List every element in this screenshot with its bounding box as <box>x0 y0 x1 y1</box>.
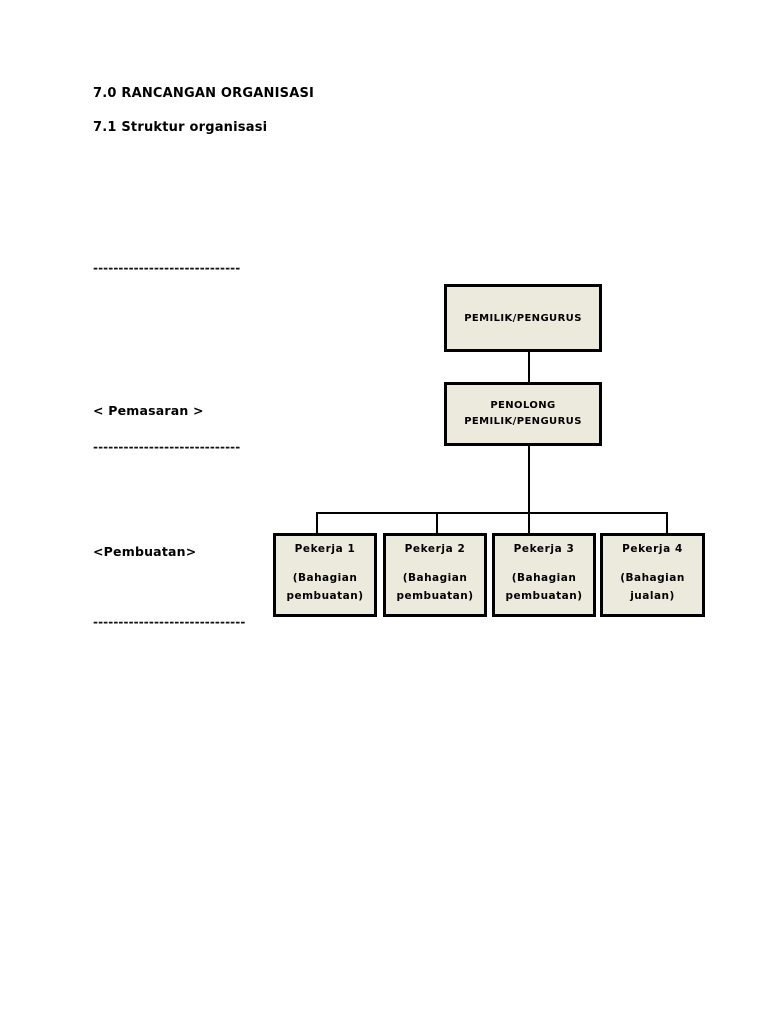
connector-drop-worker1 <box>316 512 318 533</box>
worker-dept-line2: pembuatan) <box>505 590 583 602</box>
worker-dept-line1: (Bahagian <box>402 572 468 584</box>
worker-dept-line1: (Bahagian <box>620 572 685 584</box>
worker-name: Pekerja 1 <box>294 543 356 555</box>
orgchart-box-penolong: PENOLONG PEMILIK/PENGURUS <box>444 382 602 446</box>
worker-dept-line2: pembuatan) <box>286 590 364 602</box>
connector-horizontal-bar <box>316 512 668 514</box>
worker-dept-line1: (Bahagian <box>511 572 577 584</box>
orgchart-box-pemilik-pengurus: PEMILIK/PENGURUS <box>444 284 602 352</box>
worker-name: Pekerja 3 <box>513 543 575 555</box>
connector-root-to-deputy <box>528 352 530 382</box>
orgchart-box-pekerja-3: Pekerja 3 (Bahagian pembuatan) <box>492 533 596 617</box>
section-heading: 7.0 RANCANGAN ORGANISASI <box>93 86 315 101</box>
connector-deputy-stem <box>528 446 530 533</box>
label-pembuatan: <Pembuatan> <box>93 544 197 559</box>
worker-dept-line1: (Bahagian <box>292 572 358 584</box>
worker-name: Pekerja 2 <box>404 543 466 555</box>
orgchart-box-pekerja-4: Pekerja 4 (Bahagian jualan) <box>600 533 705 617</box>
orgchart-box-pekerja-1: Pekerja 1 (Bahagian pembuatan) <box>273 533 377 617</box>
orgchart-box-pekerja-2: Pekerja 2 (Bahagian pembuatan) <box>383 533 487 617</box>
worker-dept-line2: jualan) <box>630 590 675 602</box>
connector-drop-worker2 <box>436 512 438 533</box>
connector-drop-worker4 <box>666 512 668 533</box>
label-pemasaran: < Pemasaran > <box>93 403 204 418</box>
subsection-heading: 7.1 Struktur organisasi <box>93 120 268 135</box>
orgchart-deputy-line1: PENOLONG <box>490 400 556 411</box>
dashed-separator-middle: ----------------------------- <box>93 440 241 454</box>
worker-dept-line2: pembuatan) <box>396 590 474 602</box>
orgchart-root-title: PEMILIK/PENGURUS <box>464 312 582 324</box>
orgchart-deputy-line2: PEMILIK/PENGURUS <box>464 416 582 427</box>
worker-name: Pekerja 4 <box>622 543 683 555</box>
dashed-separator-bottom: ------------------------------ <box>93 615 246 629</box>
dashed-separator-top: ----------------------------- <box>93 261 241 275</box>
